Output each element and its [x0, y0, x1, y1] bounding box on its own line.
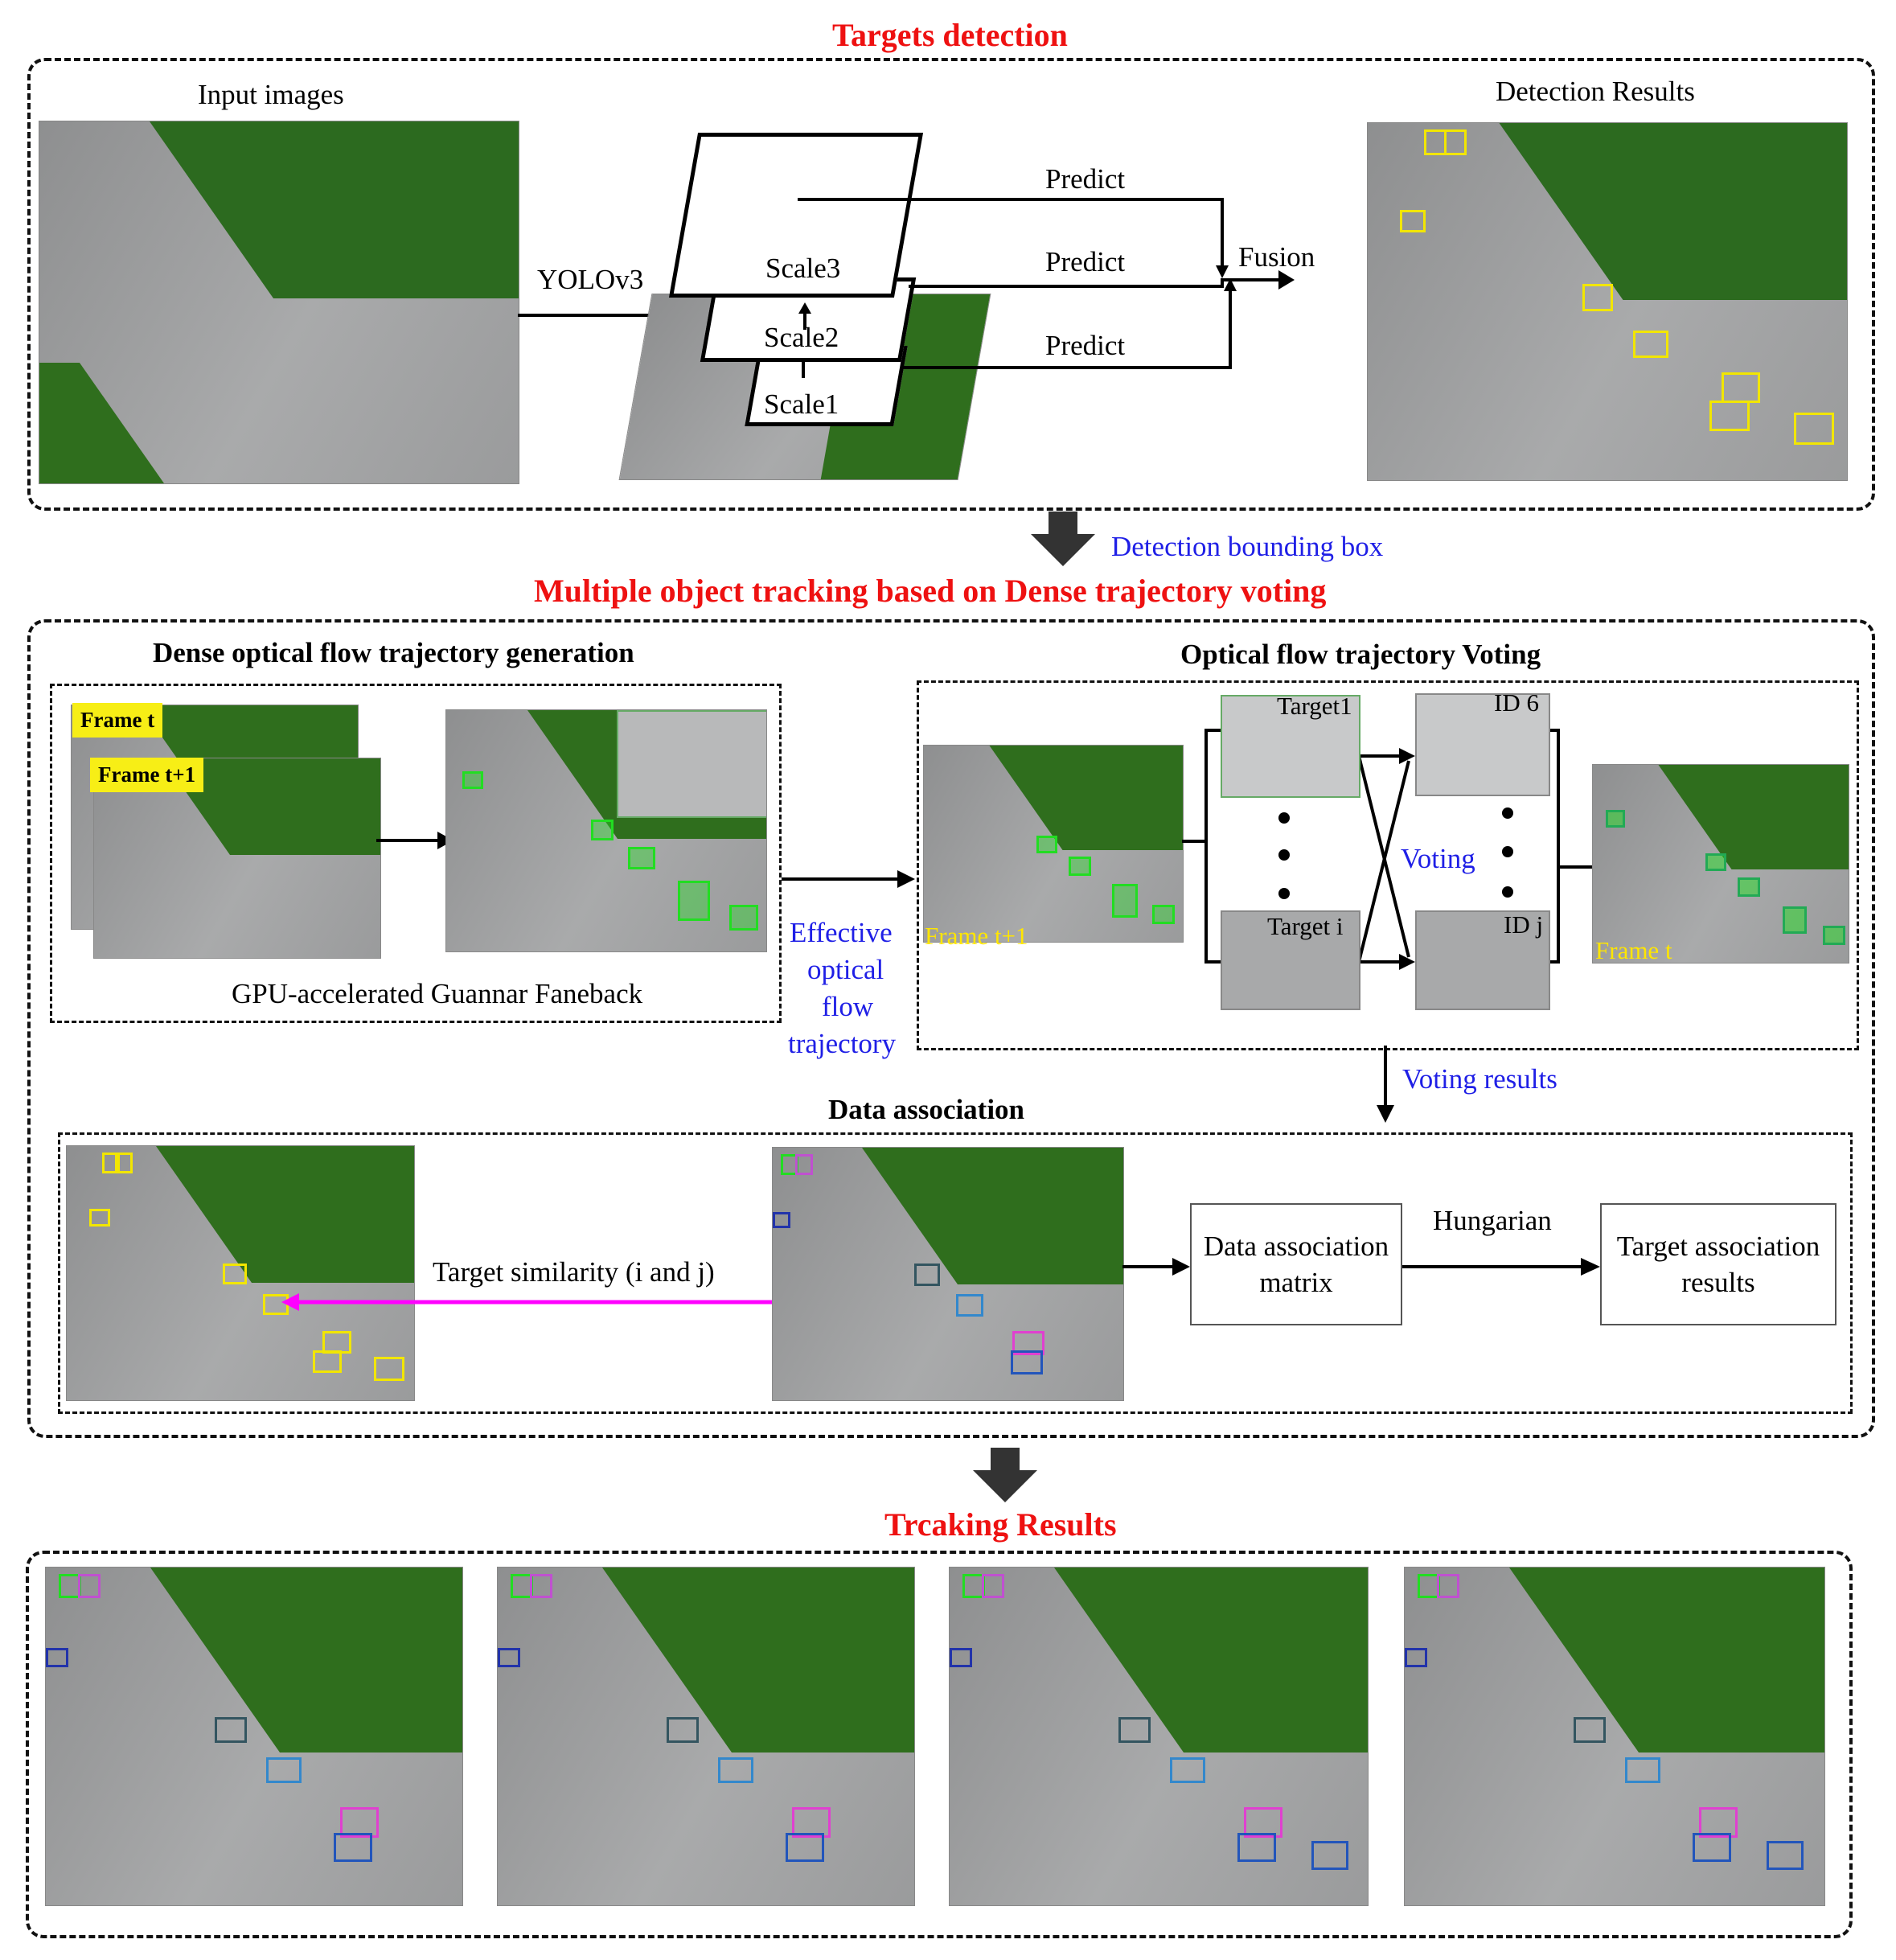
- scale1-label: Scale1: [764, 388, 839, 420]
- dot-right-2: [1502, 846, 1513, 857]
- idj-label: ID j: [1504, 910, 1544, 939]
- dot-right-1: [1502, 807, 1513, 819]
- input-images-label: Input images: [198, 79, 344, 110]
- result-image-1: [45, 1567, 463, 1906]
- voting-bracket-left: [1182, 729, 1592, 970]
- tracking-panel: [27, 619, 1875, 1438]
- frame-t1-tag: Frame t+1: [90, 758, 204, 792]
- voting-frame-t-label: Frame t: [1595, 936, 1672, 964]
- tracking-section-title: Multiple object tracking based on Dense …: [534, 573, 1327, 609]
- association-right-image: [772, 1147, 1124, 1401]
- flow-arrow: [376, 832, 453, 849]
- target1-image: [1221, 695, 1360, 798]
- targeti-label: Target i: [1267, 912, 1344, 940]
- data-association-title: Data association: [828, 1094, 1025, 1125]
- dot-left-3: [1278, 888, 1290, 899]
- detection-panel: [27, 58, 1875, 511]
- id6-image: [1415, 693, 1550, 796]
- detection-section-title: Targets detection: [832, 17, 1068, 53]
- optical-flow-result-image: [445, 709, 767, 952]
- dot-left-1: [1278, 812, 1290, 824]
- association-left-image: [66, 1145, 415, 1401]
- results-panel: [26, 1551, 1853, 1938]
- dot-left-2: [1278, 849, 1290, 861]
- effective-label-4: trajectory: [788, 1028, 897, 1059]
- data-association-matrix-box: Data association matrix: [1190, 1203, 1402, 1325]
- target1-label: Target1: [1277, 692, 1352, 720]
- result-image-2: [497, 1567, 915, 1906]
- voting-frame-t-image: [1592, 764, 1849, 964]
- down-arrow-2: [973, 1448, 1037, 1502]
- input-aerial-image: [39, 121, 519, 484]
- effective-label-1: Effective: [790, 917, 893, 948]
- predict-label-3: Predict: [1045, 330, 1126, 361]
- optical-flow-title: Dense optical flow trajectory generation: [153, 637, 634, 668]
- voting-frame-t1-image: [923, 745, 1184, 943]
- hungarian-arrow: [1402, 1258, 1600, 1276]
- detection-results-image: [1367, 122, 1848, 481]
- dot-right-3: [1502, 886, 1513, 898]
- detection-results-label: Detection Results: [1496, 76, 1695, 107]
- data-association-box: [58, 1132, 1853, 1414]
- targeti-image: [1221, 910, 1360, 1010]
- voting-box: [917, 680, 1859, 1050]
- up-arrow-scale1: [802, 359, 805, 378]
- frame-t-tag: Frame t: [72, 703, 163, 738]
- scale2-label: Scale2: [764, 322, 839, 353]
- detection-bbox-label: Detection bounding box: [1111, 531, 1384, 562]
- tracking-results-title: Trcaking Results: [884, 1506, 1117, 1543]
- voting-title: Optical flow trajectory Voting: [1180, 639, 1541, 670]
- scale3-label: Scale3: [765, 253, 841, 284]
- result-image-3: [949, 1567, 1369, 1906]
- effective-label-3: flow: [822, 991, 874, 1022]
- matrix-input-arrow: [1122, 1258, 1190, 1276]
- fusion-label: Fusion: [1238, 241, 1315, 273]
- idj-image: [1415, 910, 1550, 1010]
- predict-label-2: Predict: [1045, 246, 1126, 277]
- optical-flow-box: [50, 684, 782, 1023]
- voting-results-label: Voting results: [1402, 1063, 1557, 1095]
- id6-label: ID 6: [1494, 688, 1539, 717]
- result-image-4: [1404, 1567, 1825, 1906]
- effective-flow-arrow: [782, 870, 915, 888]
- effective-label-2: optical: [807, 954, 884, 985]
- voting-results-arrow: [1377, 1046, 1394, 1123]
- predict-label-1: Predict: [1045, 163, 1126, 195]
- down-arrow-1: [1031, 512, 1095, 566]
- voting-label: Voting: [1401, 843, 1475, 874]
- optical-flow-caption: GPU-accelerated Guannar Faneback: [232, 978, 643, 1009]
- hungarian-label: Hungarian: [1433, 1205, 1552, 1236]
- target-association-results-box: Target association results: [1600, 1203, 1836, 1325]
- target-similarity-label: Target similarity (i and j): [433, 1256, 715, 1288]
- voting-frame-t1-label: Frame t+1: [925, 922, 1028, 950]
- yolo-label: YOLOv3: [537, 264, 644, 295]
- pyramid-arrows: [798, 198, 1295, 369]
